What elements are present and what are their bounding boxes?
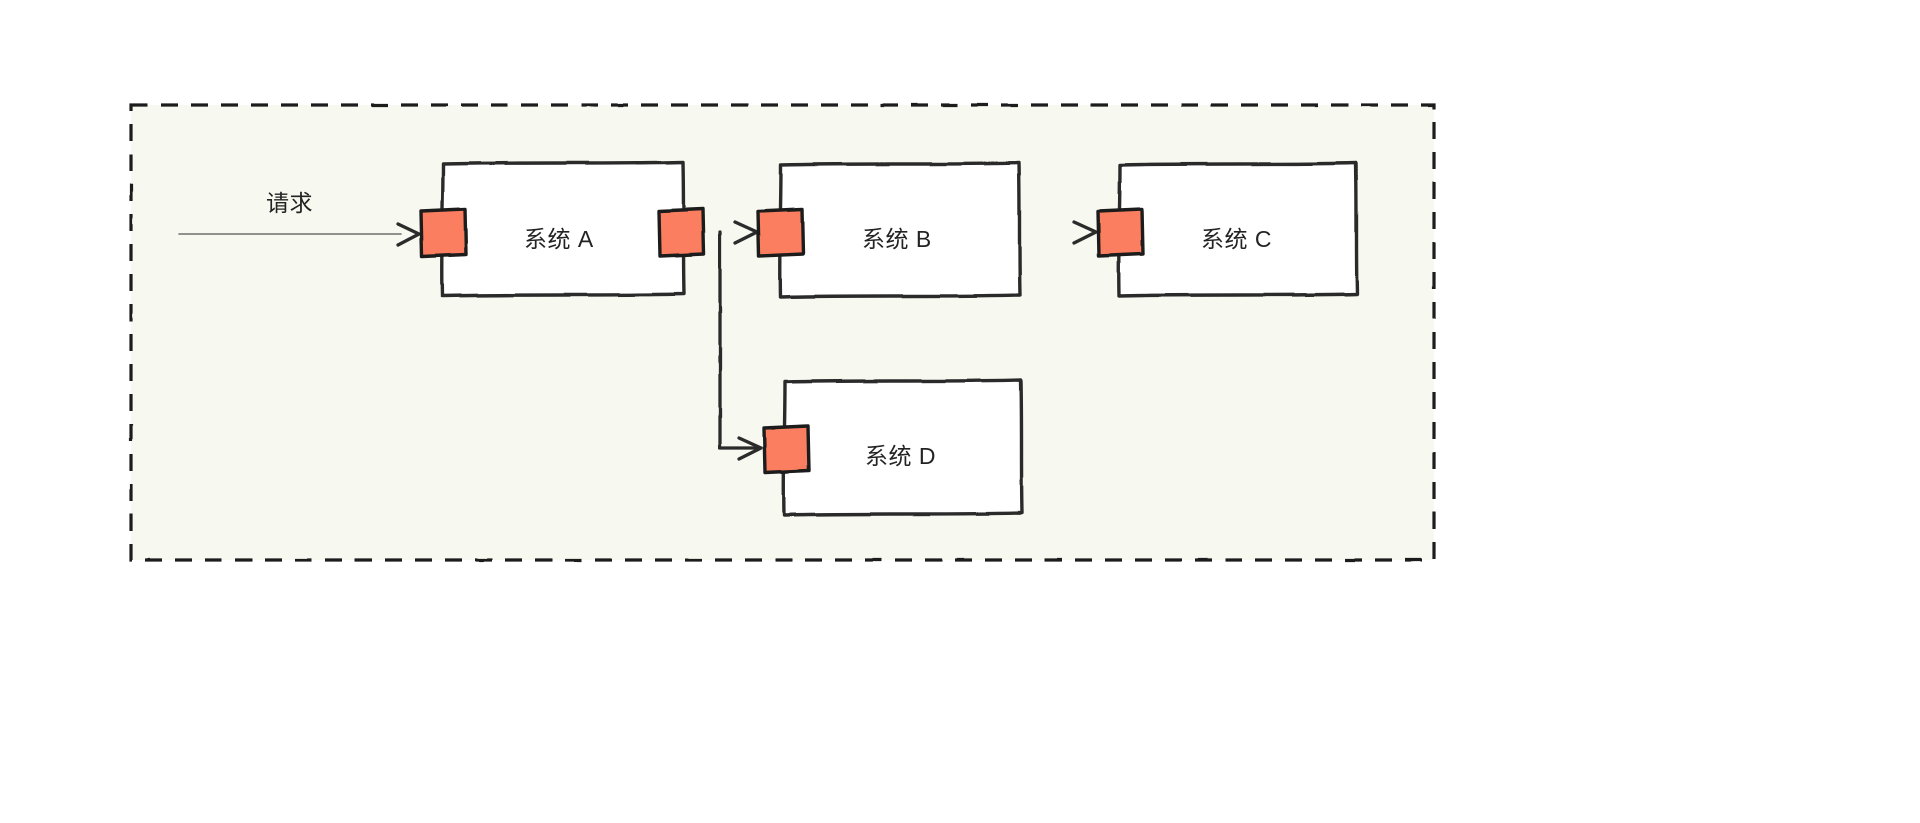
arrowhead-icon xyxy=(737,436,763,461)
edge-label-request: 请求 xyxy=(266,190,313,216)
port-c-in[interactable] xyxy=(1096,207,1145,258)
node-label-system-b: 系统 B xyxy=(862,226,932,252)
port-a-in[interactable] xyxy=(419,207,468,258)
node-system-c[interactable] xyxy=(1117,161,1359,298)
port-b-in[interactable] xyxy=(756,207,805,258)
edge-b-to-c xyxy=(1020,220,1098,245)
node-label-system-a: 系统 A xyxy=(524,226,594,252)
node-system-d[interactable] xyxy=(782,378,1024,517)
arrowhead-icon xyxy=(396,222,421,247)
port-a-out[interactable] xyxy=(657,207,706,258)
port-d-in[interactable] xyxy=(762,424,811,475)
arrowhead-icon xyxy=(1072,220,1098,245)
node-system-b[interactable] xyxy=(778,161,1022,299)
node-label-system-c: 系统 C xyxy=(1201,226,1272,252)
edge-a-to-d xyxy=(718,230,763,461)
node-label-system-d: 系统 D xyxy=(865,443,936,469)
edge-request-to-a xyxy=(178,222,421,247)
